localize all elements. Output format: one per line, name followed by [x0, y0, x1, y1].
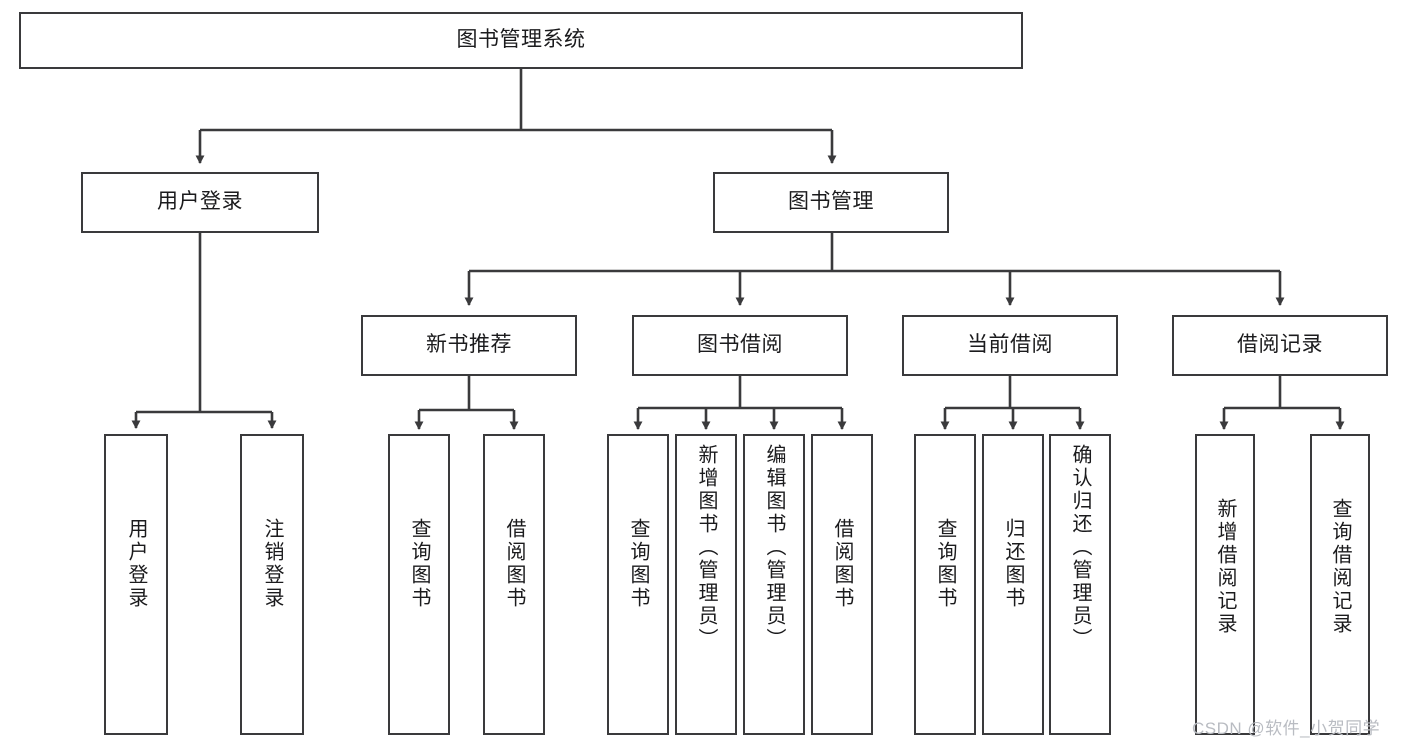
leaf-borrow-book-1-label: 借阅图书 — [503, 518, 525, 610]
node-borrow-record-label: 借阅记录 — [1237, 333, 1323, 357]
leaf-user-login[interactable]: 用户登录 — [104, 434, 168, 735]
node-user-login[interactable]: 用户登录 — [81, 172, 319, 233]
node-book-borrow[interactable]: 图书借阅 — [632, 315, 848, 376]
node-user-login-label: 用户登录 — [157, 190, 243, 214]
leaf-borrow-book-2-label: 借阅图书 — [831, 518, 853, 610]
leaf-add-book-label: 新增图书（管理员） — [695, 444, 717, 651]
node-new-book-recommend[interactable]: 新书推荐 — [361, 315, 577, 376]
leaf-confirm-return-label: 确认归还（管理员） — [1069, 444, 1091, 651]
leaf-query-record-label: 查询借阅记录 — [1329, 498, 1351, 636]
node-book-manage[interactable]: 图书管理 — [713, 172, 949, 233]
leaf-add-record-label: 新增借阅记录 — [1214, 498, 1236, 636]
leaf-return-book[interactable]: 归还图书 — [982, 434, 1044, 735]
leaf-query-book-3-label: 查询图书 — [934, 518, 956, 610]
leaf-edit-book[interactable]: 编辑图书（管理员） — [743, 434, 805, 735]
leaf-add-record[interactable]: 新增借阅记录 — [1195, 434, 1255, 735]
leaf-query-book-2[interactable]: 查询图书 — [607, 434, 669, 735]
leaf-query-book-1-label: 查询图书 — [408, 518, 430, 610]
leaf-user-login-label: 用户登录 — [125, 518, 147, 610]
csdn-watermark: CSDN @软件_小贺同学 — [1192, 719, 1381, 738]
leaf-return-book-label: 归还图书 — [1002, 518, 1024, 610]
leaf-logout-login[interactable]: 注销登录 — [240, 434, 304, 735]
node-root-label: 图书管理系统 — [456, 28, 586, 52]
leaf-query-record[interactable]: 查询借阅记录 — [1310, 434, 1370, 735]
node-current-borrow-label: 当前借阅 — [967, 333, 1053, 357]
leaf-logout-login-label: 注销登录 — [261, 518, 283, 610]
leaf-borrow-book-1[interactable]: 借阅图书 — [483, 434, 545, 735]
node-current-borrow[interactable]: 当前借阅 — [902, 315, 1118, 376]
leaf-query-book-1[interactable]: 查询图书 — [388, 434, 450, 735]
node-root[interactable]: 图书管理系统 — [19, 12, 1023, 69]
leaf-query-book-2-label: 查询图书 — [627, 518, 649, 610]
node-book-borrow-label: 图书借阅 — [697, 333, 783, 357]
node-new-book-recommend-label: 新书推荐 — [426, 333, 512, 357]
leaf-add-book[interactable]: 新增图书（管理员） — [675, 434, 737, 735]
leaf-query-book-3[interactable]: 查询图书 — [914, 434, 976, 735]
leaf-confirm-return[interactable]: 确认归还（管理员） — [1049, 434, 1111, 735]
leaf-edit-book-label: 编辑图书（管理员） — [763, 444, 785, 651]
node-book-manage-label: 图书管理 — [788, 190, 874, 214]
node-borrow-record[interactable]: 借阅记录 — [1172, 315, 1388, 376]
leaf-borrow-book-2[interactable]: 借阅图书 — [811, 434, 873, 735]
